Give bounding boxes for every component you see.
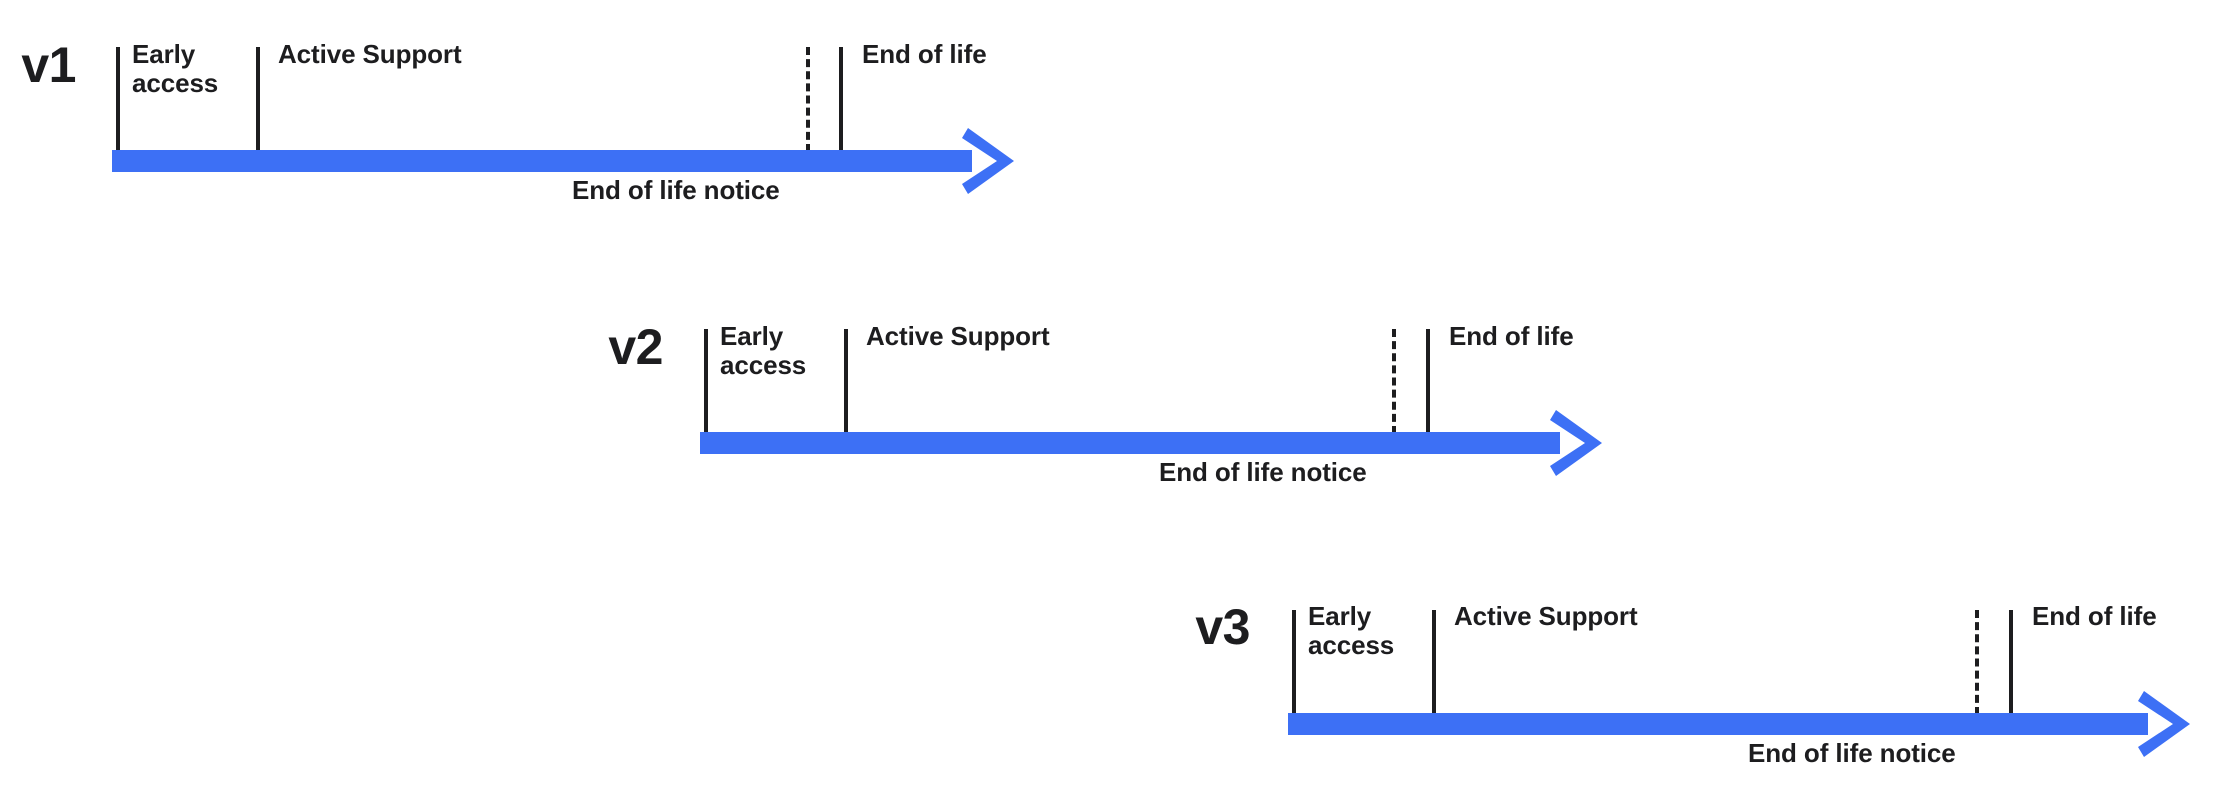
version-label-v3: v3 xyxy=(1195,599,1250,655)
phase-label-end-of-life: End of life xyxy=(2032,601,2157,631)
phase-boundary-line xyxy=(839,47,843,152)
timeline-bar xyxy=(700,432,1560,454)
arrow-right-icon xyxy=(2138,691,2190,757)
version-label-v1: v1 xyxy=(21,37,76,93)
phase-label-early-access: Early access xyxy=(720,321,807,381)
end-of-life-notice-label: End of life notice xyxy=(1748,738,1956,768)
timeline-bar xyxy=(1288,713,2148,735)
phase-boundary-line xyxy=(2009,610,2013,715)
phase-label-active-support: Active Support xyxy=(278,39,462,69)
phase-boundary-line xyxy=(844,329,848,434)
arrow-right-icon xyxy=(962,128,1014,194)
phase-label-active-support: Active Support xyxy=(866,321,1050,351)
phase-boundary-line xyxy=(116,47,120,152)
notice-marker-dashed-line xyxy=(1392,329,1396,434)
phase-label-early-access: Early access xyxy=(1308,601,1395,661)
notice-marker-dashed-line xyxy=(1975,610,1979,715)
version-label-v2: v2 xyxy=(608,319,663,375)
phase-label-active-support: Active Support xyxy=(1454,601,1638,631)
notice-marker-dashed-line xyxy=(806,47,810,152)
timeline-bar xyxy=(112,150,972,172)
phase-label-end-of-life: End of life xyxy=(862,39,987,69)
phase-boundary-line xyxy=(704,329,708,434)
phase-label-early-access: Early access xyxy=(132,39,219,99)
phase-label-end-of-life: End of life xyxy=(1449,321,1574,351)
arrow-right-icon xyxy=(1550,410,1602,476)
phase-boundary-line xyxy=(1292,610,1296,715)
phase-boundary-line xyxy=(256,47,260,152)
end-of-life-notice-label: End of life notice xyxy=(1159,457,1367,487)
end-of-life-notice-label: End of life notice xyxy=(572,175,780,205)
phase-boundary-line xyxy=(1426,329,1430,434)
phase-boundary-line xyxy=(1432,610,1436,715)
